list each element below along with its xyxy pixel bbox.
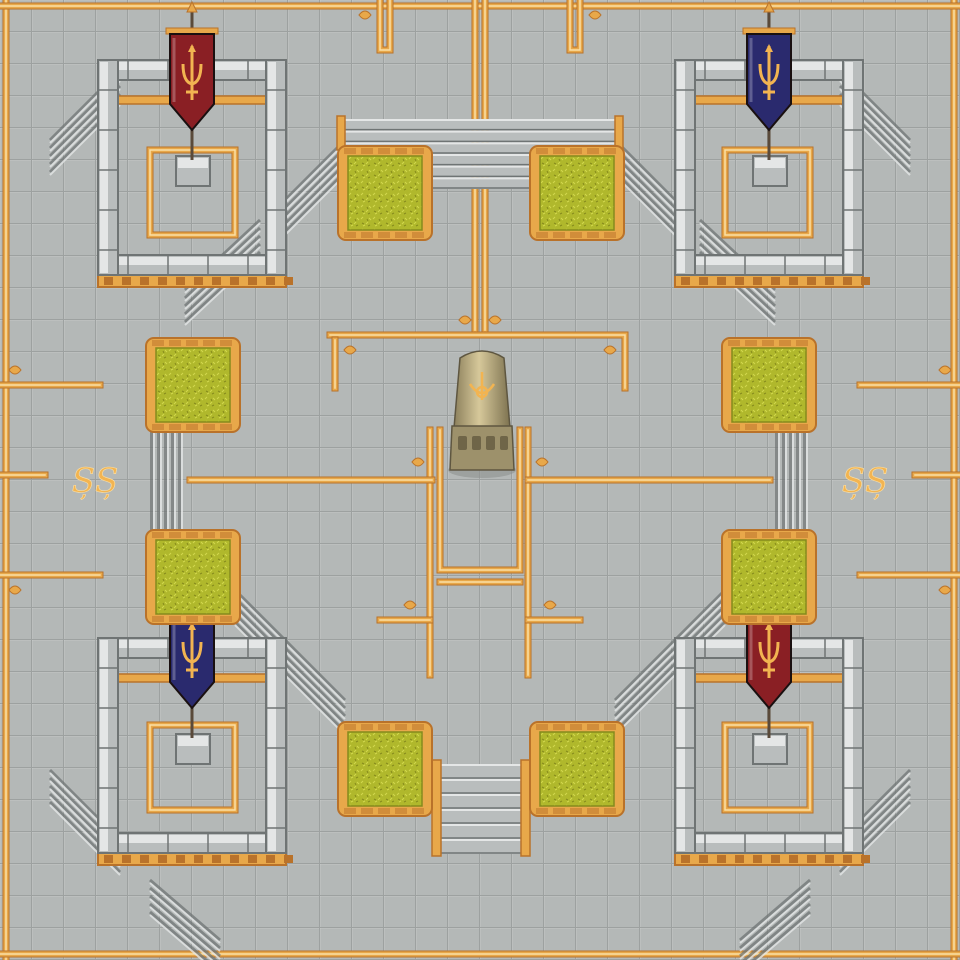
banner-red-icon [746, 611, 792, 710]
grass-planter [721, 529, 817, 625]
grass-planter [145, 337, 241, 433]
floor-ornament-icon [488, 315, 502, 325]
floor-ornament-icon [8, 585, 22, 595]
ramp-sw-inner [233, 588, 347, 736]
floor-ornament-icon [8, 365, 22, 375]
floor-ornament-icon [543, 600, 557, 610]
planters-layer [145, 145, 817, 817]
grass-planter [721, 337, 817, 433]
south-staircase [431, 759, 531, 857]
floor-glyph-east: ȘȘ [842, 461, 889, 501]
towers-layer [97, 0, 870, 866]
floor-ornament-icon [343, 345, 357, 355]
floor-ornament-icon [458, 315, 472, 325]
side-ramp [150, 430, 183, 530]
ramp-se-bottom [739, 878, 811, 960]
obelisk-emblem-icon [468, 372, 496, 400]
side-ramp [775, 430, 808, 530]
tower-ne[interactable] [674, 0, 870, 288]
floor-ornament-icon [938, 365, 952, 375]
grass-planter [145, 529, 241, 625]
ramp-sw-bottom [149, 878, 221, 960]
floor-ornament-icon [938, 585, 952, 595]
floor-ornament-icon [588, 10, 602, 20]
grass-planter [337, 145, 433, 241]
central-obelisk[interactable] [448, 350, 516, 478]
floor-ornament-icon [535, 457, 549, 467]
ramp-nw-inner [283, 138, 347, 236]
tower-se[interactable] [674, 578, 870, 866]
grass-planter [529, 721, 625, 817]
grass-planter [529, 145, 625, 241]
floor-ornament-icon [411, 457, 425, 467]
grass-planter [337, 721, 433, 817]
banner-red-icon [169, 33, 215, 132]
floor-glyph-west: ȘȘ [72, 461, 119, 501]
floor-ornament-icon [603, 345, 617, 355]
banner-blue-icon [746, 33, 792, 132]
floor-ornament-icon [403, 600, 417, 610]
tower-nw[interactable] [97, 0, 293, 288]
floor-ornament-icon [358, 10, 372, 20]
